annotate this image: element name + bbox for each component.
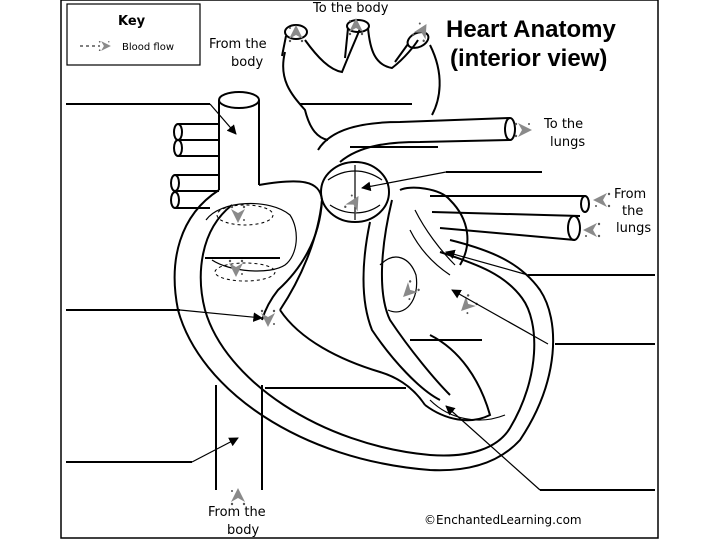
key-box: Key Blood flow [66,3,201,66]
to-the-lungs-line2: lungs [550,135,585,150]
to-the-lungs-line1: To the [543,117,583,132]
page-frame [60,0,659,539]
heart-illustration [170,19,590,490]
from-the-lungs-line3: lungs [616,221,651,236]
from-the-body-bottom-line1: From the [208,505,266,520]
page-subtitle: (interior view) [450,45,607,72]
from-the-body-top-line2: body [231,55,263,70]
blank-label-lines [66,103,655,491]
from-the-lungs-line1: From [614,187,646,202]
page-title: Heart Anatomy [446,16,616,43]
key-heading: Key [118,14,146,29]
blood-flow-arrows [228,18,611,506]
key-item-label: Blood flow [122,42,174,53]
to-the-body-label: To the body [312,1,389,16]
from-the-lungs-line2: the [622,204,643,219]
from-the-body-bottom-line2: body [227,523,259,538]
copyright-credit: ©EnchantedLearning.com [424,513,582,527]
from-the-body-top-line1: From the [209,37,267,52]
